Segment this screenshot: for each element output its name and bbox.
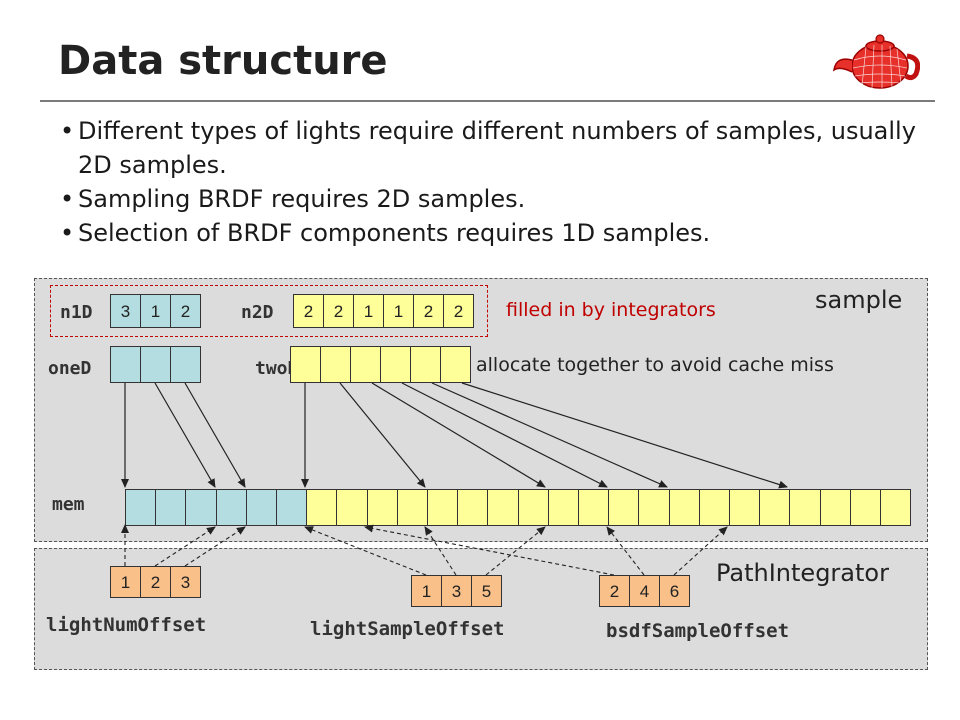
mem-cell [215,489,247,526]
mem-cell [306,489,338,526]
light-num-offset-label: lightNumOffset [46,614,207,636]
mem-cell [185,489,217,526]
light-sample-offset-cell: 5 [471,575,502,607]
mem-cell [245,489,277,526]
oneD-cell [140,346,171,383]
mem-cell [608,489,640,526]
light-sample-offset-label: lightSampleOffset [310,618,505,640]
twoD-pointer-arrow [339,382,426,488]
mem-cell [819,489,851,526]
mem-cell [578,489,610,526]
title-divider [40,100,935,102]
page-title: Data structure [58,38,388,84]
path-integrator-label: PathIntegrator [716,559,889,587]
twoD-pointer-arrow [461,382,788,489]
twoD-cell [350,346,381,383]
bullet-text: Different types of lights require differ… [78,117,916,179]
offset-pointer-arrow [304,526,427,576]
bullet-text: Selection of BRDF components requires 1D… [78,219,711,247]
sample-panel-label: sample [815,286,903,314]
bsdf-sample-offset-label: bsdfSampleOffset [606,620,790,642]
mem-cell [729,489,761,526]
oneD-label: oneD [48,358,92,379]
alloc-note: allocate together to avoid cache miss [476,354,834,376]
mem-cell [638,489,670,526]
n1D-cell: 1 [140,294,171,328]
oneD-pointer-arrow [184,382,246,488]
bullet-item: •Sampling BRDF requires 2D samples. [60,182,940,216]
bullet-item: •Different types of lights require diffe… [60,114,940,182]
bullet-item: •Selection of BRDF components requires 1… [60,216,940,250]
offset-pointer-arrow [364,524,615,576]
oneD-cell [170,346,201,383]
bullet-list: •Different types of lights require diffe… [60,114,940,250]
bullet-dot: • [60,117,75,145]
twoD-label: twoD [255,358,299,379]
n2D-cell: 2 [323,294,354,328]
mem-cell [880,489,912,526]
offset-pointer-arrow [606,526,645,576]
twoD-cell [380,346,411,383]
mem-cell [125,489,157,526]
offset-pointer-arrow [154,526,216,567]
bullet-dot: • [60,219,75,247]
light-num-offset-cell: 1 [110,566,141,598]
integrator-filled-box [50,285,488,337]
filled-note: filled in by integrators [506,299,716,321]
n2D-cell: 1 [383,294,414,328]
mem-cell [457,489,489,526]
teapot-logo-icon [830,22,921,104]
twoD-pointer-arrow [401,382,608,488]
bullet-dot: • [60,185,75,213]
bsdf-sample-offset-cell: 6 [659,575,690,607]
mem-label: mem [52,494,85,515]
n1D-label: n1D [60,302,93,323]
oneD-pointer-arrow [154,382,216,488]
offset-pointer-arrow [184,526,246,567]
offset-pointer-arrow [673,526,728,576]
bullet-text: Sampling BRDF requires 2D samples. [78,185,526,213]
mem-cell [517,489,549,526]
offset-pointer-arrow [424,526,457,576]
n2D-cell: 2 [413,294,444,328]
n2D-cell: 2 [443,294,474,328]
twoD-pointer-arrow [371,382,546,488]
n2D-cell: 2 [293,294,324,328]
light-sample-offset-cell: 3 [441,575,472,607]
twoD-cell [440,346,471,383]
twoD-cell [320,346,351,383]
offset-pointer-arrow [485,526,546,576]
twoD-pointer-arrow [431,382,668,488]
light-num-offset-cell: 2 [140,566,171,598]
mem-cell [155,489,187,526]
oneD-cell [110,346,141,383]
light-sample-offset-cell: 1 [411,575,442,607]
n2D-label: n2D [241,302,274,323]
n2D-cell: 1 [353,294,384,328]
mem-cell [547,489,579,526]
n1D-cell: 3 [110,294,141,328]
mem-cell [487,489,519,526]
light-num-offset-cell: 3 [170,566,201,598]
n1D-cell: 2 [170,294,201,328]
mem-cell [366,489,398,526]
mem-cell [336,489,368,526]
